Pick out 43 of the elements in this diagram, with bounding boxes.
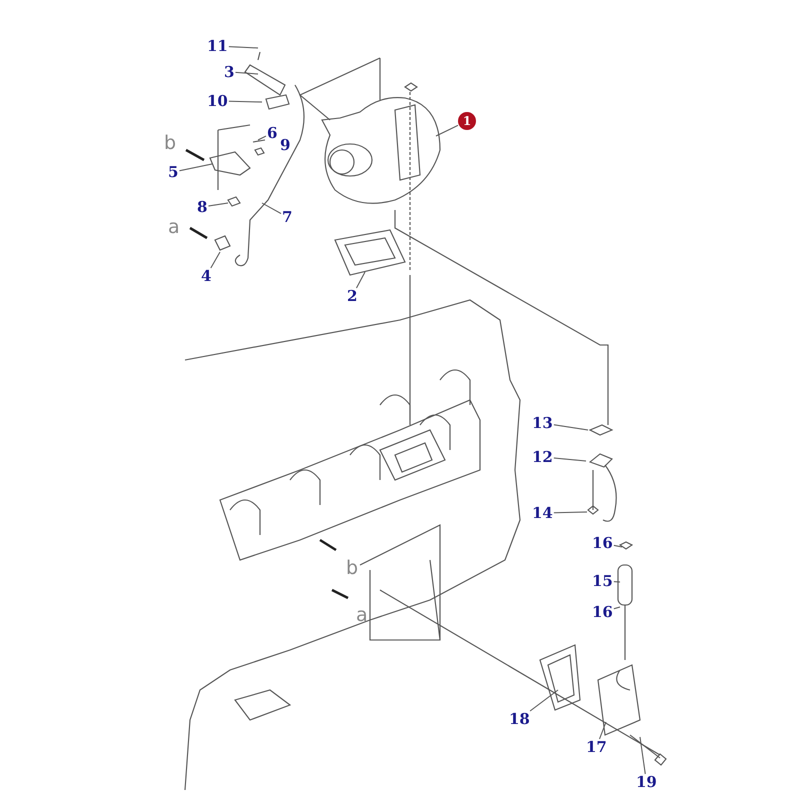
- callout-number: 16: [591, 535, 614, 551]
- callout-number: 8: [196, 199, 208, 215]
- callout-number: 10: [206, 93, 229, 109]
- leader-line: [640, 736, 646, 774]
- leader-line: [234, 72, 258, 74]
- callout-number: 17: [585, 739, 608, 755]
- leader-line: [530, 690, 558, 712]
- leader-line: [436, 124, 458, 136]
- callout-number: 16: [591, 604, 614, 620]
- reference-letter: b: [346, 558, 358, 578]
- callout-number: 2: [346, 288, 358, 304]
- leader-line: [613, 544, 622, 548]
- leader-line: [613, 606, 620, 610]
- reference-letter: a: [356, 605, 368, 625]
- callout-number: 4: [200, 268, 212, 284]
- leader-line: [613, 581, 620, 582]
- leader-line: [228, 100, 262, 102]
- callout-number: 9: [279, 137, 292, 153]
- callout-number: 3: [223, 64, 236, 80]
- callout-badge: 1: [458, 112, 476, 130]
- leader-line: [210, 252, 220, 268]
- leader-line: [208, 202, 228, 207]
- leader-line: [228, 46, 258, 48]
- callout-number: 15: [591, 573, 614, 589]
- callout-number: 19: [635, 774, 658, 790]
- leader-line: [178, 164, 212, 172]
- callout-number: 7: [281, 209, 294, 225]
- callout-number: 18: [508, 711, 531, 727]
- callout-number: 12: [531, 449, 554, 465]
- leader-line: [599, 722, 606, 740]
- callout-number: 11: [206, 38, 229, 54]
- callout-number: 6: [266, 125, 278, 141]
- leader-line: [258, 136, 266, 140]
- leader-line: [553, 458, 586, 462]
- leader-line: [262, 202, 282, 214]
- callout-number: 13: [531, 415, 554, 431]
- callout-number: 5: [167, 164, 180, 180]
- leader-line: [553, 424, 588, 430]
- leader-line: [553, 512, 588, 514]
- reference-letter: a: [168, 217, 180, 237]
- reference-letter: b: [164, 133, 176, 153]
- leader-line: [356, 272, 366, 288]
- callout-number: 14: [531, 505, 554, 521]
